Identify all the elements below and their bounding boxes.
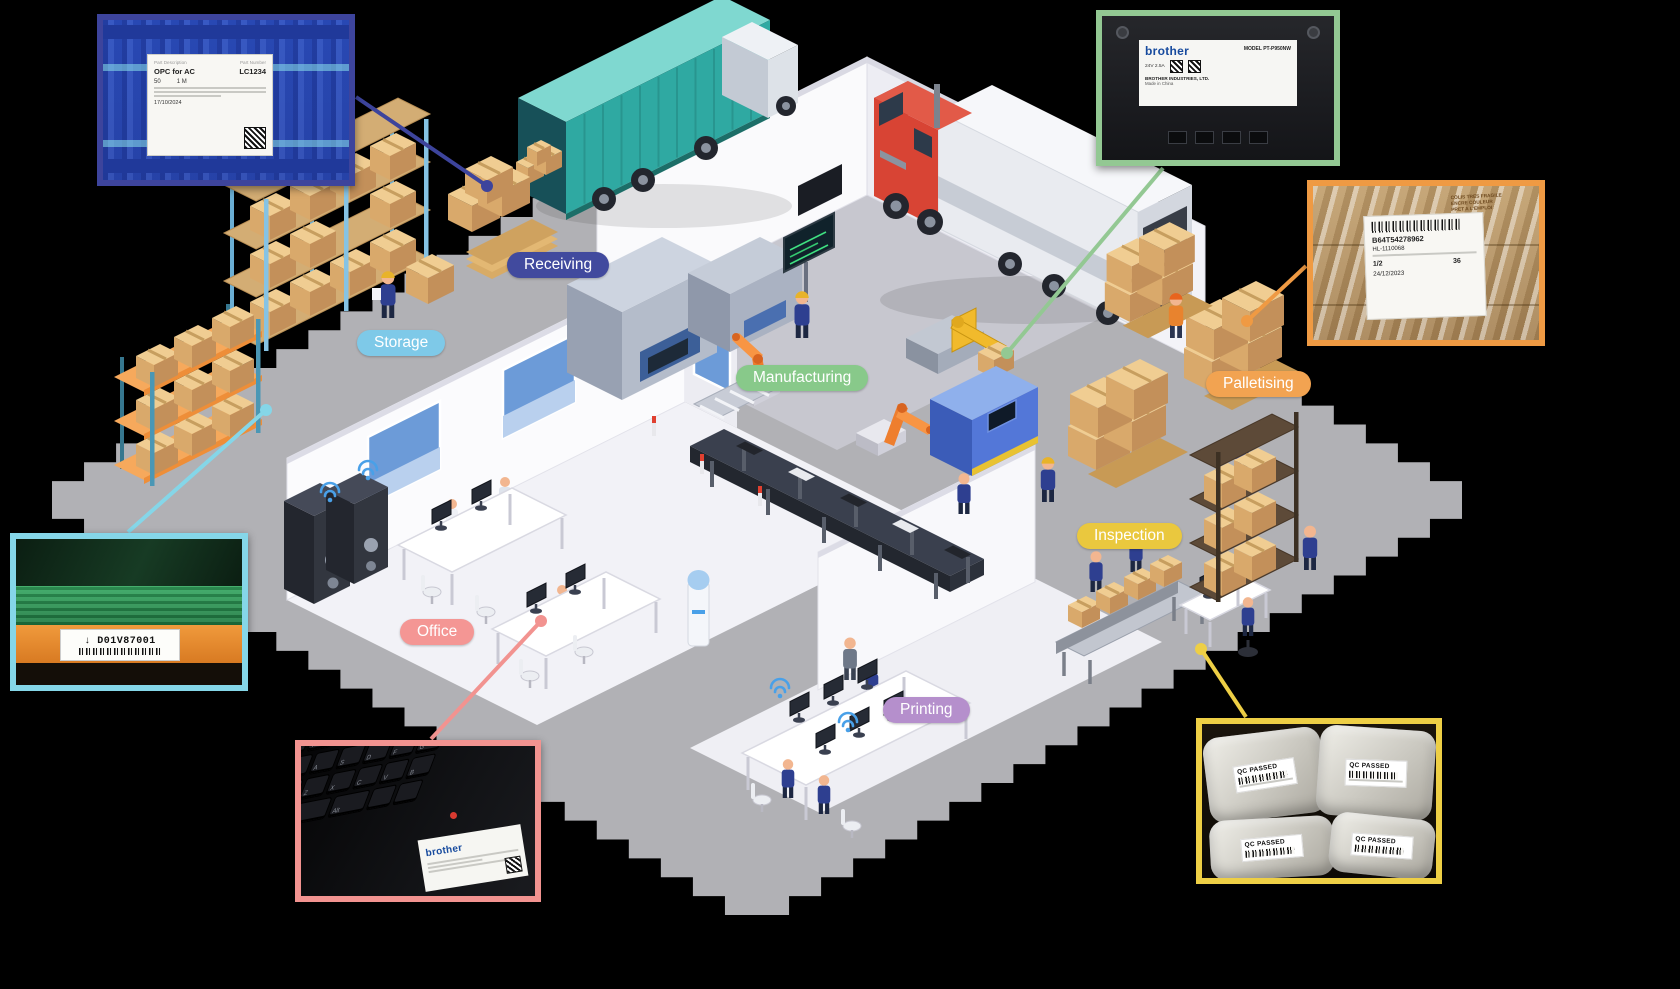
- keyboard-key: Z: [301, 773, 331, 801]
- laptop-photo: QWERTYUCapsASDFGShiftZXCVBCtrlFnAlt brot…: [301, 746, 535, 896]
- keyboard-key: A: [308, 748, 341, 776]
- sealed-bag: QC PASSED: [1202, 725, 1329, 825]
- qc-label: QC PASSED: [1350, 832, 1414, 860]
- keyboard-key: [391, 779, 424, 806]
- keyboard-key: Fn: [301, 796, 333, 826]
- inset-photo-laptop-label: QWERTYUCapsASDFGShiftZXCVBCtrlFnAlt brot…: [295, 740, 541, 902]
- barcode-icon: [78, 647, 162, 655]
- green-tote: [16, 585, 242, 626]
- inset-photo-pallet-label: COLIS TRES FRAGILE ENCRE COULEUR PRET A …: [1307, 180, 1545, 346]
- area-label-inspection[interactable]: Inspection: [1077, 523, 1182, 549]
- label-date: 17/10/2024: [154, 100, 182, 106]
- inset-photo-qc-bags: QC PASSED QC PASSED QC PASSED QC PASSED: [1196, 718, 1442, 884]
- keyboard-key: C: [351, 763, 384, 791]
- asset-label: brother: [417, 824, 529, 892]
- storage-shelf-unit-2: [114, 304, 262, 486]
- printer-company: BROTHER INDUSTRIES, LTD.: [1145, 76, 1210, 81]
- area-label-office[interactable]: Office: [400, 619, 475, 645]
- upper-tote: [16, 539, 242, 586]
- printer-ports: [1168, 131, 1268, 144]
- brother-logo: brother: [424, 842, 464, 860]
- trackpoint-icon: [450, 812, 457, 819]
- printer-model: MODEL PT-P950NW: [1243, 46, 1291, 52]
- connector-receiving: [354, 95, 493, 192]
- connector-storage: [126, 404, 272, 534]
- keyboard-key: Alt: [327, 789, 371, 819]
- laptop-keyboard: QWERTYUCapsASDFGShiftZXCVBCtrlFnAlt: [301, 746, 471, 836]
- wrapped-pallet-photo: COLIS TRES FRAGILE ENCRE COULEUR PRET A …: [1313, 186, 1539, 340]
- qr-code-icon: [1187, 60, 1201, 73]
- qc-label: QC PASSED: [1240, 833, 1304, 863]
- pallet-notice-text: COLIS TRES FRAGILE ENCRE COULEUR PRET A …: [1450, 193, 1502, 214]
- sealed-bag: QC PASSED: [1208, 814, 1336, 878]
- area-label-palletising[interactable]: Palletising: [1206, 371, 1311, 397]
- connector-lines: [126, 95, 1308, 741]
- connector-office: [429, 615, 547, 741]
- manufacturing-equipment: [567, 164, 1056, 599]
- keyboard-key: [365, 784, 398, 811]
- sealed-bag: QC PASSED: [1327, 810, 1436, 878]
- printer-back-photo: brother MODEL PT-P950NW 24V 2.5A BROTHER…: [1102, 16, 1334, 160]
- office-furniture: [284, 459, 710, 689]
- keyboard-key: X: [325, 768, 358, 796]
- printer-rating-label: brother MODEL PT-P950NW 24V 2.5A BROTHER…: [1139, 40, 1297, 106]
- area-label-storage[interactable]: Storage: [357, 330, 446, 356]
- area-label-receiving[interactable]: Receiving: [507, 252, 610, 278]
- down-arrow-icon: ↓: [84, 635, 91, 647]
- connector-palletising: [1241, 264, 1308, 327]
- keyboard-key: V: [378, 758, 411, 785]
- barcode-icon: [1348, 770, 1398, 780]
- palletising-stacks: [1068, 222, 1304, 488]
- qc-bags-photo: QC PASSED QC PASSED QC PASSED QC PASSED: [1202, 724, 1436, 878]
- connector-manufacturing: [1001, 166, 1165, 359]
- location-label: ↓ D01V87001: [60, 629, 180, 662]
- receiving-goods: [406, 156, 558, 304]
- storage-shelf-unit-1: [222, 97, 432, 351]
- screw-icon: [1116, 26, 1129, 39]
- inset-photo-rack-label: ↓ D01V87001: [10, 533, 248, 691]
- qc-label: QC PASSED: [1344, 758, 1408, 788]
- container-rail: [103, 159, 349, 173]
- printer-origin: Made in China: [1145, 81, 1174, 86]
- container-truck: [516, 0, 798, 228]
- qr-code-icon: [244, 127, 266, 149]
- qr-code-icon: [1169, 60, 1183, 73]
- sealed-bag: QC PASSED: [1315, 724, 1436, 822]
- barcode-icon: [1354, 844, 1404, 855]
- qr-code-icon: [504, 855, 523, 874]
- brother-logo: brother: [1145, 44, 1190, 58]
- qc-label: QC PASSED: [1232, 757, 1298, 793]
- inset-photo-label-printer: brother MODEL PT-P950NW 24V 2.5A BROTHER…: [1096, 10, 1340, 166]
- container-rail: [103, 25, 349, 39]
- printer-power-rating: 24V 2.5A: [1145, 64, 1165, 69]
- inspection-area: [1054, 412, 1318, 684]
- shadow-area: [16, 663, 242, 685]
- rack-beam: ↓ D01V87001: [16, 625, 242, 664]
- connector-inspection: [1195, 643, 1248, 719]
- area-label-manufacturing[interactable]: Manufacturing: [736, 365, 869, 391]
- keyboard-key: B: [404, 753, 437, 780]
- screw-icon: [1307, 26, 1320, 39]
- barcode-icon: [1371, 218, 1461, 233]
- area-label-printing[interactable]: Printing: [883, 697, 970, 723]
- rack-tote-photo: ↓ D01V87001: [16, 539, 242, 685]
- pallet-date: 24/12/2023: [1373, 269, 1405, 278]
